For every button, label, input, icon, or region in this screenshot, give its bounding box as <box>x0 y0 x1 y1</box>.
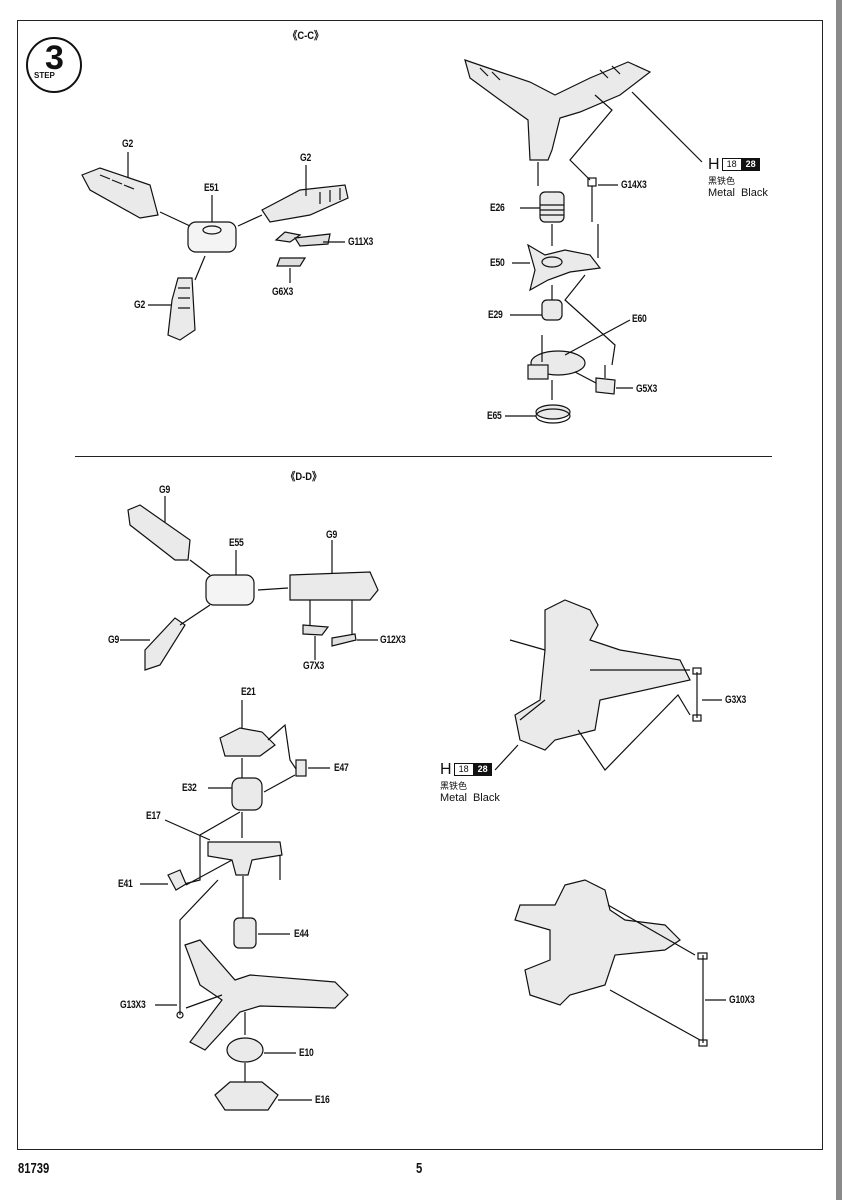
part-label-e21: E21 <box>241 686 256 698</box>
part-g2-arm-right <box>261 184 349 223</box>
part-e55-hub <box>205 574 255 606</box>
part-label-g13x3: G13X3 <box>120 999 146 1011</box>
step-number: 3 <box>45 39 64 77</box>
part-label-g2-left: G2 <box>122 138 133 150</box>
part-g2-arm-down <box>167 277 196 341</box>
part-e26 <box>539 191 565 223</box>
part-label-g11x3: G11X3 <box>348 236 374 248</box>
step-word: STEP <box>34 71 55 80</box>
paint-name-en: Metal Black <box>440 792 500 804</box>
part-label-g9-bottom: G9 <box>108 634 119 646</box>
part-label-e16: E16 <box>315 1094 330 1106</box>
part-label-g2-bottom: G2 <box>134 299 145 311</box>
part-label-e44: E44 <box>294 928 309 940</box>
section-title-d-d: 《D-D》 <box>286 471 322 483</box>
part-label-e17: E17 <box>146 810 161 822</box>
paint-callout-c-c: H 18 28 黑铁色 Metal Black <box>708 156 768 200</box>
paint-callout-d-d: H 18 28 黑铁色 Metal Black <box>440 761 500 805</box>
scan-edge <box>836 0 842 1200</box>
part-g13 <box>176 985 184 1019</box>
part-label-e29: E29 <box>488 309 503 321</box>
part-label-e26: E26 <box>490 202 505 214</box>
part-e44 <box>233 917 257 949</box>
part-g14 <box>587 177 597 222</box>
part-label-e60: E60 <box>632 313 647 325</box>
part-label-g5x3: G5X3 <box>636 383 658 395</box>
part-label-e47: E47 <box>334 762 349 774</box>
part-label-g14x3: G14X3 <box>621 179 647 191</box>
part-label-e10: E10 <box>299 1047 314 1059</box>
part-label-e55: E55 <box>229 537 244 549</box>
part-label-g7x3: G7X3 <box>303 660 325 672</box>
catalog-number: 81739 <box>18 1160 50 1177</box>
paint-code-b: 28 <box>741 158 760 171</box>
part-e21 <box>219 727 276 757</box>
page-number: 5 <box>416 1160 423 1177</box>
part-label-g9-right: G9 <box>326 529 337 541</box>
part-g10 <box>697 952 708 1047</box>
paint-prefix: H <box>440 761 452 778</box>
part-g9-arm-down <box>144 617 186 671</box>
part-g5 <box>595 365 616 395</box>
part-label-g3x3: G3X3 <box>725 694 747 706</box>
part-assembled-head-a <box>509 599 691 751</box>
part-label-g12x3: G12X3 <box>380 634 406 646</box>
part-e47 <box>295 759 307 777</box>
part-e51-hub <box>187 221 237 253</box>
part-label-g9-left: G9 <box>159 484 170 496</box>
paint-code-a: 18 <box>721 158 742 171</box>
paint-name-en: Metal Black <box>708 187 768 199</box>
paint-code-b: 28 <box>473 763 492 776</box>
part-g2-arm-left <box>81 167 159 219</box>
part-e32 <box>231 777 263 811</box>
part-e41 <box>167 869 187 891</box>
part-label-e32: E32 <box>182 782 197 794</box>
part-e60 <box>527 335 586 380</box>
paint-name-zh: 黑铁色 <box>708 176 736 186</box>
part-label-g2-right: G2 <box>300 152 311 164</box>
paint-code-a: 18 <box>453 763 474 776</box>
section-title-c-c: 《C-C》 <box>288 30 324 42</box>
part-label-e51: E51 <box>204 182 219 194</box>
part-rotor-hub-top <box>464 59 652 161</box>
part-e10 <box>226 1037 264 1063</box>
part-label-g6x3: G6X3 <box>272 286 294 298</box>
step-badge: 3 STEP <box>26 37 82 93</box>
part-label-g10x3: G10X3 <box>729 994 755 1006</box>
part-label-e41: E41 <box>118 878 133 890</box>
paint-prefix: H <box>708 156 720 173</box>
part-e17 <box>207 841 283 880</box>
part-lower-hub <box>184 939 349 1051</box>
page-frame <box>17 20 823 1150</box>
part-g3 <box>692 667 702 722</box>
part-label-e50: E50 <box>490 257 505 269</box>
part-e50 <box>527 243 602 292</box>
paint-name-zh: 黑铁色 <box>440 781 468 791</box>
part-e16 <box>214 1081 279 1111</box>
part-e65 <box>535 404 571 424</box>
part-g9-arm-left <box>127 504 191 561</box>
part-g9-arm-right <box>289 571 379 601</box>
section-divider <box>75 456 772 457</box>
part-assembled-head-b <box>514 879 681 1006</box>
part-label-e65: E65 <box>487 410 502 422</box>
part-e29 <box>541 299 563 321</box>
